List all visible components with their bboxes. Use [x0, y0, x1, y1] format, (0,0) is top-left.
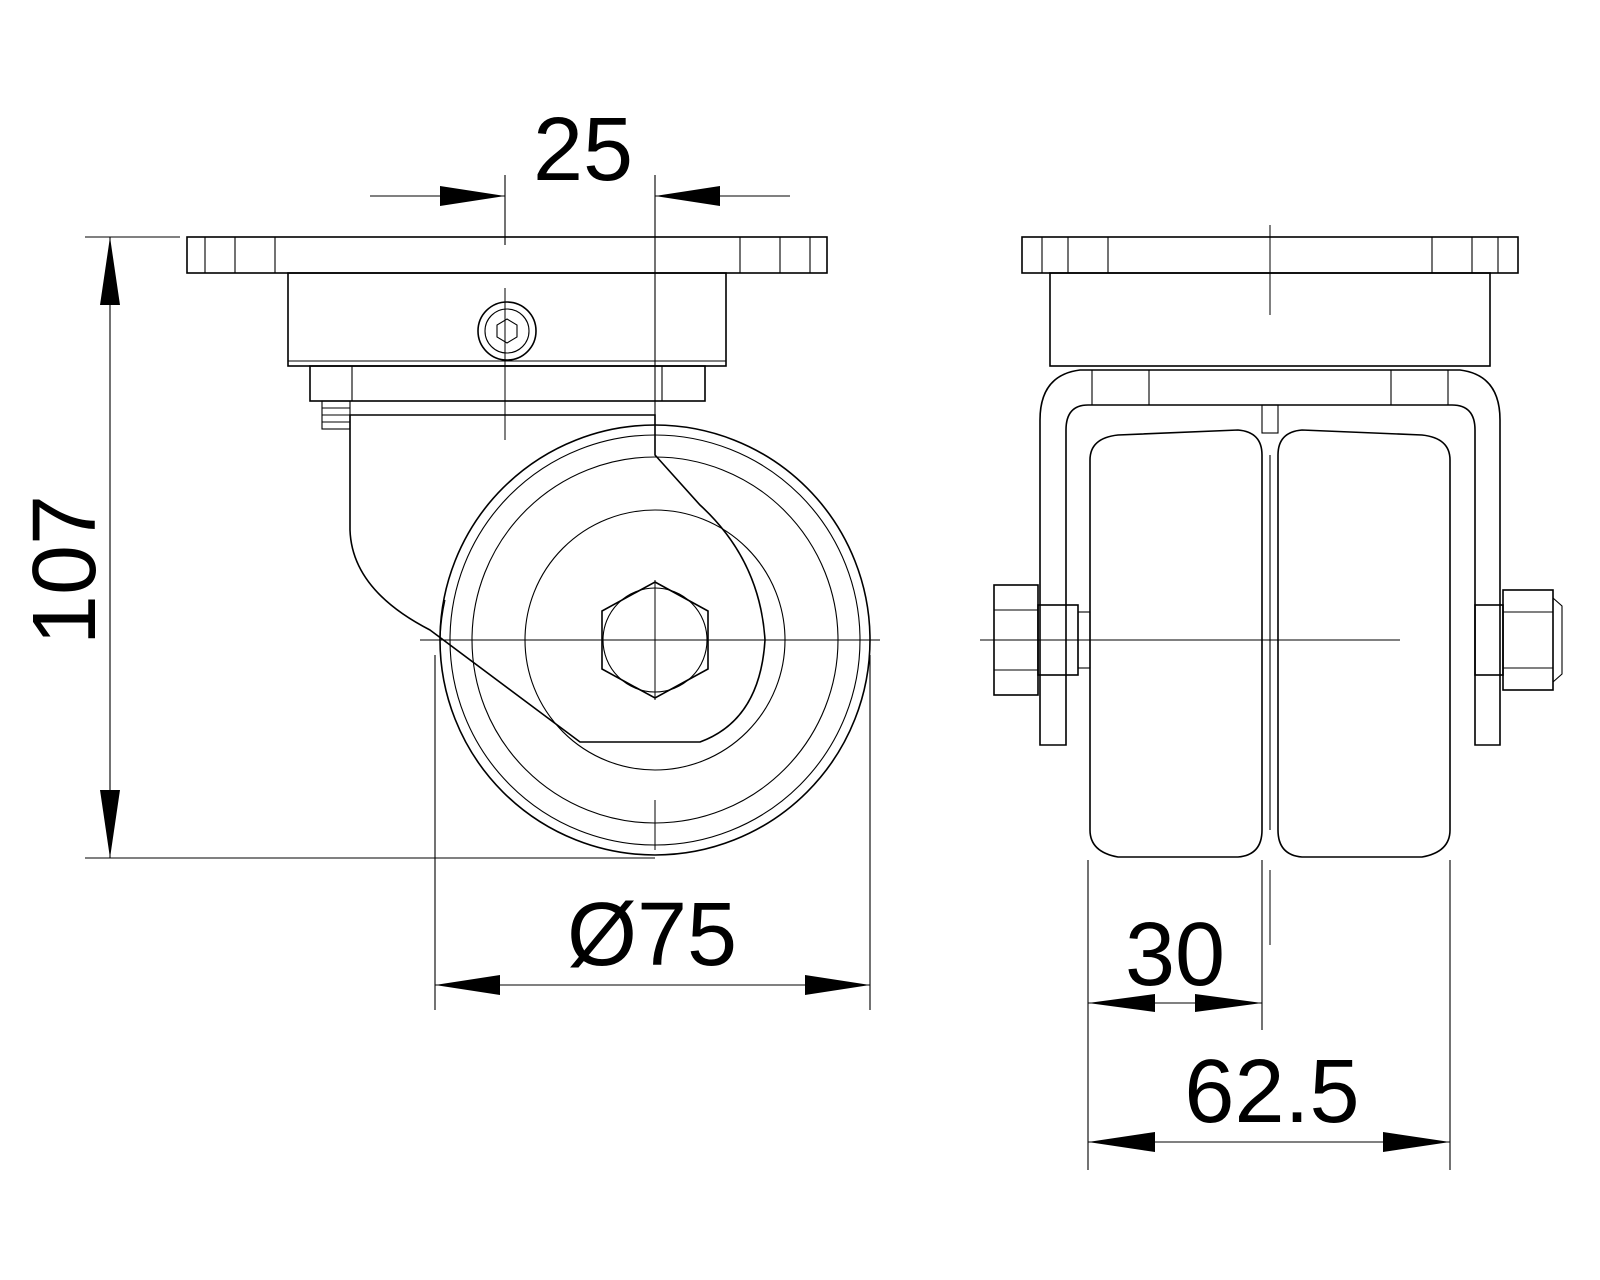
- dim-height: 107: [15, 236, 655, 859]
- side-centerlines: [420, 288, 880, 850]
- grease-nipple-icon: [321, 400, 351, 430]
- front-view: [980, 225, 1563, 945]
- wheel-right-front: [1277, 429, 1451, 858]
- dim-offset: 25: [370, 100, 790, 420]
- dim-diameter: Ø75: [434, 655, 871, 1010]
- dim-height-label: 107: [15, 495, 115, 645]
- socket-screw-icon: [477, 301, 537, 361]
- dim-total-width-label: 62.5: [1184, 1042, 1359, 1142]
- grease-nipple-front-icon: [1261, 404, 1279, 434]
- dim-wheel-width: 30: [1087, 860, 1263, 1170]
- wheel-left-front: [1089, 429, 1263, 858]
- side-view: [186, 236, 880, 856]
- top-plate: [186, 236, 828, 274]
- axle-nut-front-icon: [1474, 589, 1563, 691]
- dim-diameter-label: Ø75: [567, 885, 737, 985]
- dim-total-width: 62.5: [1088, 860, 1451, 1170]
- dim-wheel-width-label: 30: [1125, 905, 1225, 1005]
- fork-legs: [1039, 369, 1501, 746]
- fork-bracket: [349, 414, 766, 743]
- dim-offset-label: 25: [533, 100, 633, 200]
- plate-hole-marks: [204, 237, 811, 273]
- front-centerlines: [980, 225, 1400, 945]
